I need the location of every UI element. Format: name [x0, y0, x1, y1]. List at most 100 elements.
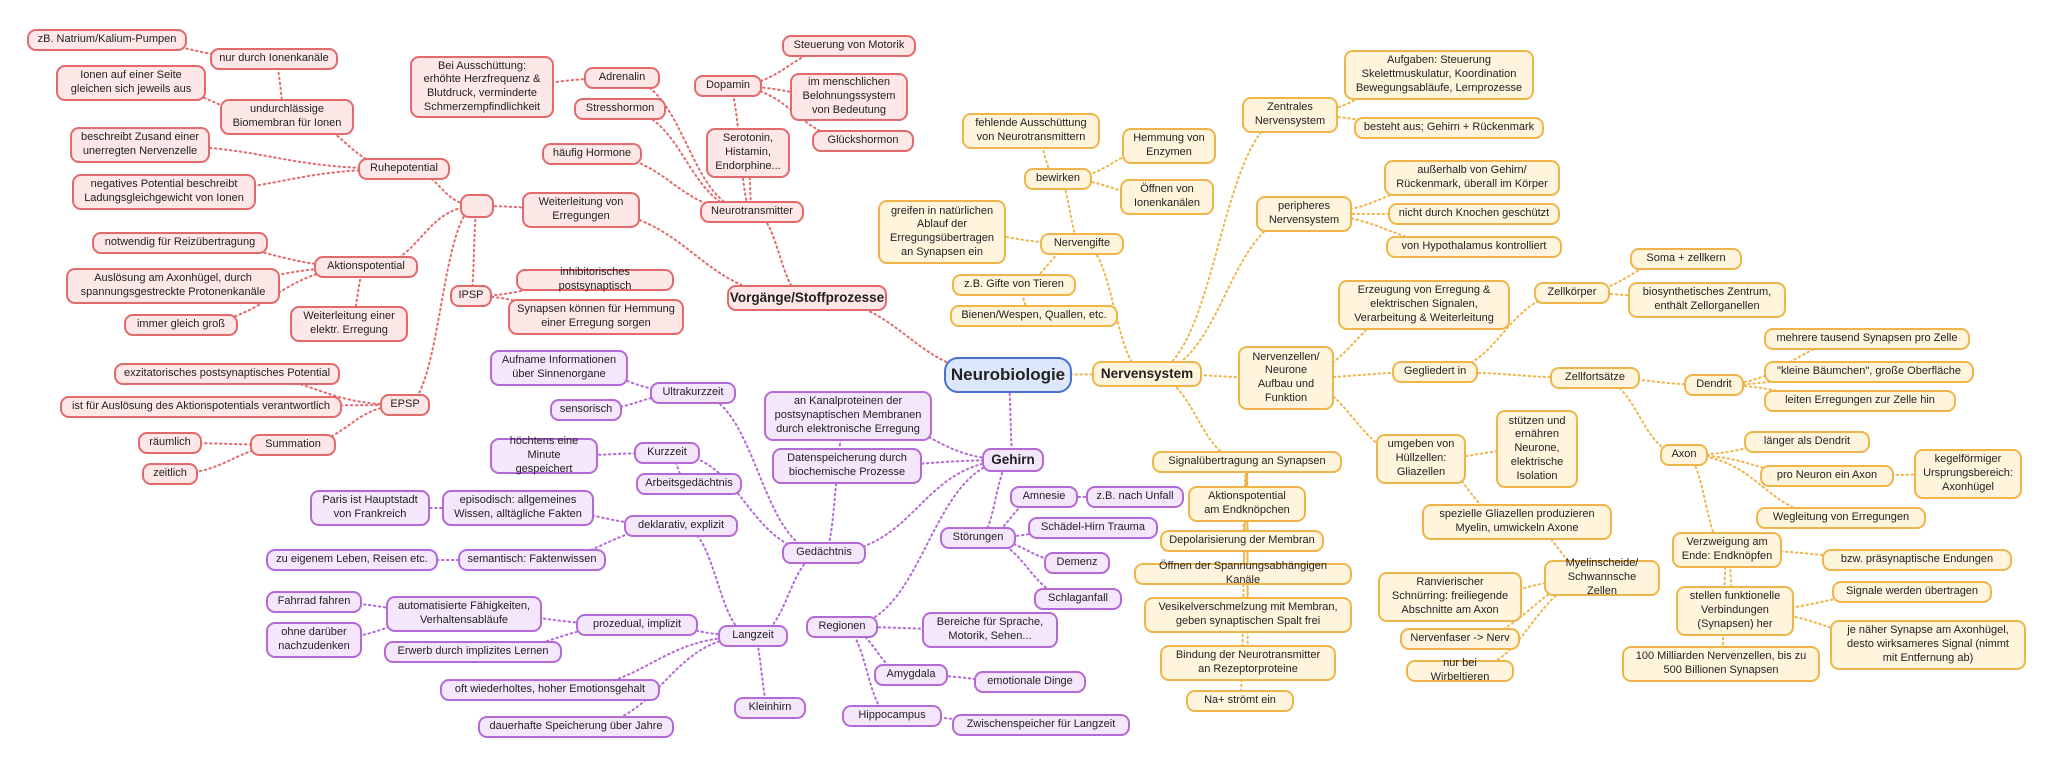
node-semantisch[interactable]: semantisch: Faktenwissen: [458, 549, 606, 571]
node-zellkoerper[interactable]: Zellkörper: [1534, 282, 1610, 304]
node-mehrere-synapsen[interactable]: mehrere tausend Synapsen pro Zelle: [1764, 328, 1970, 350]
node-dauerhafte[interactable]: dauerhafte Speicherung über Jahre: [478, 716, 674, 738]
node-stuetzen[interactable]: stützen und ernähren Neurone, elektrisch…: [1496, 410, 1578, 488]
node-myelin[interactable]: Myelinscheide/ Schwannsche Zellen: [1544, 557, 1660, 597]
node-biosynthetisch[interactable]: biosynthetisches Zentrum, enthält Zellor…: [1628, 282, 1786, 318]
node-weiterleitung[interactable]: Weiterleitung von Erregungen: [522, 192, 640, 228]
node-stresshormon[interactable]: Stresshormon: [574, 98, 666, 120]
node-vesikel[interactable]: Vesikelverschmelzung mit Membran, geben …: [1144, 597, 1352, 633]
node-verzweigung[interactable]: Verzweigung am Ende: Endknöpfen: [1672, 532, 1782, 568]
node-wegleitung[interactable]: Wegleitung von Erregungen: [1756, 507, 1926, 529]
node-axon[interactable]: Axon: [1660, 444, 1708, 466]
node-automatisiert[interactable]: automatisierte Fähigkeiten, Verhaltensab…: [386, 596, 542, 632]
node-amygdala[interactable]: Amygdala: [874, 664, 948, 686]
node-ranvier[interactable]: Ranvierischer Schnürring: freiliegende A…: [1378, 572, 1522, 622]
node-summation[interactable]: Summation: [250, 434, 336, 456]
node-neurotransmitter[interactable]: Neurotransmitter: [700, 201, 804, 223]
node-leiten[interactable]: leiten Erregungen zur Zelle hin: [1764, 390, 1956, 412]
node-milliarden[interactable]: 100 Milliarden Nervenzellen, bis zu 500 …: [1622, 646, 1820, 682]
node-nervengifte[interactable]: Nervengifte: [1040, 233, 1124, 255]
node-bewirken[interactable]: bewirken: [1024, 168, 1092, 190]
node-hemmung-syn[interactable]: Synapsen können für Hemmung einer Erregu…: [508, 299, 684, 335]
node-schaedel[interactable]: Schädel-Hirn Trauma: [1028, 517, 1158, 539]
node-ausschuettung[interactable]: Bei Ausschüttung: erhöhte Herzfrequenz &…: [410, 56, 554, 118]
node-raeumlich[interactable]: räumlich: [138, 432, 202, 454]
node-unfall[interactable]: z.B. nach Unfall: [1086, 486, 1184, 508]
node-oeffnen-ionen[interactable]: Öffnen von Ionenkanälen: [1120, 179, 1214, 215]
node-signaluebertragung[interactable]: Signalübertragung an Synapsen: [1152, 451, 1342, 473]
node-besteht[interactable]: besteht aus; Gehirn + Rückenmark: [1354, 117, 1544, 139]
node-gleich-gross[interactable]: immer gleich groß: [124, 314, 238, 336]
node-eigenes-leben[interactable]: zu eigenem Leben, Reisen etc.: [266, 549, 438, 571]
node-deklarativ[interactable]: deklarativ, explizit: [624, 515, 738, 537]
node-knochen[interactable]: nicht durch Knochen geschützt: [1388, 203, 1560, 225]
node-undurchlaessig[interactable]: undurchlässige Biomembran für Ionen: [220, 99, 354, 135]
node-schlaganfall[interactable]: Schlaganfall: [1034, 588, 1122, 610]
node-nervenfaser[interactable]: Nervenfaser -> Nerv: [1400, 628, 1520, 650]
node-ausloesung[interactable]: Auslösung am Axonhügel, durch spannungsg…: [66, 268, 280, 304]
node-pro-neuron[interactable]: pro Neuron ein Axon: [1760, 465, 1894, 487]
node-emotionale[interactable]: emotionale Dinge: [974, 671, 1086, 693]
node-prozedual[interactable]: prozedual, implizit: [576, 614, 698, 636]
node-inhibitorisch[interactable]: inhibitorisches postsynaptisch: [516, 266, 674, 292]
root-neurobiologie[interactable]: Neurobiologie: [944, 357, 1072, 393]
node-aufgaben[interactable]: Aufgaben: Steuerung Skelettmuskulatur, K…: [1344, 50, 1534, 100]
node-hub[interactable]: [460, 194, 494, 218]
node-na-stroemt[interactable]: Na+ strömt ein: [1186, 690, 1294, 712]
node-minute[interactable]: höchtens eine Minute gespeichert: [490, 435, 598, 475]
branch-nervensystem[interactable]: Nervensystem: [1092, 361, 1202, 387]
node-erzeugung[interactable]: Erzeugung von Erregung & elektrischen Si…: [1338, 280, 1510, 330]
node-gedaechtnis[interactable]: Gedächtnis: [782, 542, 866, 564]
node-signale[interactable]: Signale werden übertragen: [1832, 581, 1992, 603]
node-baeumchen[interactable]: "kleine Bäumchen", große Oberfläche: [1764, 361, 1974, 383]
node-bienen[interactable]: Bienen/Wespen, Quallen, etc.: [950, 305, 1118, 327]
node-ionenkanaele[interactable]: nur durch Ionenkanäle: [210, 48, 338, 70]
node-paris[interactable]: Paris ist Hauptstadt von Frankreich: [310, 490, 430, 526]
node-zeitlich[interactable]: zeitlich: [142, 463, 198, 485]
node-ionen-seite[interactable]: Ionen auf einer Seite gleichen sich jewe…: [56, 65, 206, 101]
node-dendrit[interactable]: Dendrit: [1684, 374, 1744, 396]
node-demenz[interactable]: Demenz: [1044, 552, 1110, 574]
node-sensorisch[interactable]: sensorisch: [550, 399, 622, 421]
node-fehlende[interactable]: fehlende Ausschüttung von Neurotransmitt…: [962, 113, 1100, 149]
node-amnesie[interactable]: Amnesie: [1010, 486, 1078, 508]
node-oeffnen-spannung[interactable]: Öffnen der Spannungsabhängigen Kanäle: [1134, 560, 1352, 586]
node-praesynaptisch[interactable]: bzw. präsynaptische Endungen: [1822, 549, 2012, 571]
node-datenspeicherung[interactable]: Datenspeicherung durch biochemische Proz…: [772, 448, 922, 484]
node-ap-endknoepfchen[interactable]: Aktionspotential am Endknöpchen: [1188, 486, 1306, 522]
node-bindung[interactable]: Bindung der Neurotransmitter an Rezeptor…: [1160, 645, 1336, 681]
node-ausserhalb[interactable]: außerhalb von Gehirn/ Rückenmark, überal…: [1384, 160, 1560, 196]
node-adrenalin[interactable]: Adrenalin: [584, 67, 660, 89]
node-bereiche[interactable]: Bereiche für Sprache, Motorik, Sehen...: [922, 612, 1058, 648]
node-erwerb[interactable]: Erwerb durch implizites Lernen: [384, 641, 562, 663]
node-hippocampus[interactable]: Hippocampus: [842, 705, 942, 727]
node-zentrales[interactable]: Zentrales Nervensystem: [1242, 97, 1338, 133]
node-stellen[interactable]: stellen funktionelle Verbindungen (Synap…: [1676, 586, 1794, 636]
node-umgeben[interactable]: umgeben von Hüllzellen: Gliazellen: [1376, 434, 1466, 484]
node-spezielle[interactable]: spezielle Gliazellen produzieren Myelin,…: [1422, 504, 1612, 540]
node-depolarisierung[interactable]: Depolarisierung der Membran: [1160, 530, 1324, 552]
node-hormone[interactable]: häufig Hormone: [542, 143, 642, 165]
node-oft-wiederholtes[interactable]: oft wiederholtes, hoher Emotionsgehalt: [440, 679, 660, 701]
node-gifte-tieren[interactable]: z.B. Gifte von Tieren: [952, 274, 1076, 296]
node-motorik[interactable]: Steuerung von Motorik: [782, 35, 916, 57]
node-regionen[interactable]: Regionen: [806, 616, 878, 638]
node-natrium[interactable]: zB. Natrium/Kalium-Pumpen: [27, 29, 187, 51]
node-ohne-nachdenken[interactable]: ohne darüber nachzudenken: [266, 622, 362, 658]
node-langzeit[interactable]: Langzeit: [718, 625, 788, 647]
node-laenger[interactable]: länger als Dendrit: [1744, 431, 1870, 453]
node-gegliedert[interactable]: Gegliedert in: [1392, 361, 1478, 383]
node-fahrrad[interactable]: Fahrrad fahren: [266, 591, 362, 613]
node-wirbeltiere[interactable]: nur bei Wirbeltieren: [1406, 657, 1514, 683]
node-glueckshormon[interactable]: Glückshormon: [812, 130, 914, 152]
node-greifen[interactable]: greifen in natürlichen Ablauf der Erregu…: [878, 200, 1006, 264]
node-aufname[interactable]: Aufname Informationen über Sinnenorgane: [490, 350, 628, 386]
node-zellfortsaetze[interactable]: Zellfortsätze: [1550, 367, 1640, 389]
node-naeher[interactable]: je näher Synapse am Axonhügel, desto wir…: [1830, 620, 2026, 670]
node-notwendig[interactable]: notwendig für Reizübertragung: [92, 232, 268, 254]
node-zwischenspeicher[interactable]: Zwischenspeicher für Langzeit: [952, 714, 1130, 736]
branch-gehirn[interactable]: Gehirn: [982, 448, 1044, 472]
node-hypothalamus[interactable]: von Hypothalamus kontrolliert: [1386, 236, 1562, 258]
node-arbeitsgedaechtnis[interactable]: Arbeitsgedächtnis: [636, 473, 742, 495]
node-peripheres[interactable]: peripheres Nervensystem: [1256, 196, 1352, 232]
